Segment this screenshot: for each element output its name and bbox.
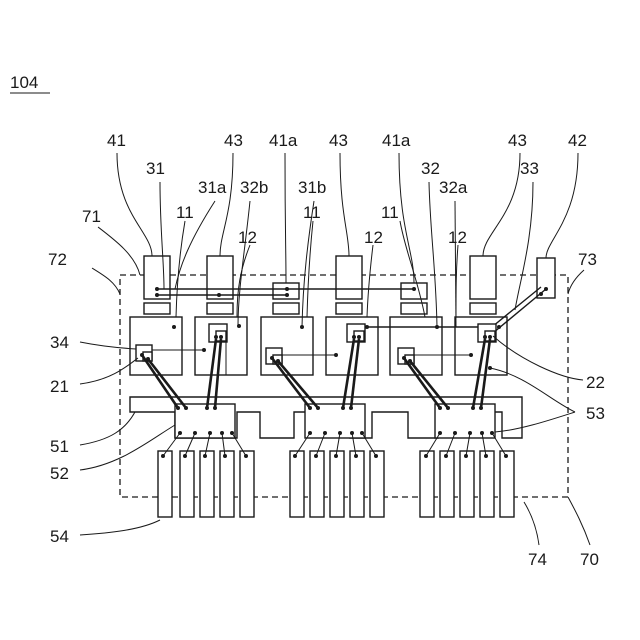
label-32b: 32b [240,178,268,197]
label-12-1: 12 [238,228,257,247]
label-74: 74 [528,550,547,569]
driver-ic-1 [175,404,235,438]
label-70: 70 [580,550,599,569]
label-31a: 31a [198,178,227,197]
lower-leads [158,451,514,517]
label-41a-2: 41a [382,131,411,150]
label-11-1: 11 [176,203,194,222]
label-33: 33 [520,159,539,178]
label-43-1: 43 [224,131,243,150]
label-21: 21 [50,377,69,396]
chip-11-3 [390,317,442,375]
label-32: 32 [421,159,440,178]
label-42: 42 [568,131,587,150]
label-73: 73 [578,250,597,269]
label-32a: 32a [439,178,468,197]
label-31: 31 [146,159,165,178]
driver-ic-2 [305,404,365,438]
label-72: 72 [48,250,67,269]
top-terminals [144,256,555,314]
label-43-2: 43 [329,131,348,150]
label-12-2: 12 [364,228,383,247]
label-41: 41 [107,131,126,150]
label-11-2: 11 [303,203,321,222]
label-54: 54 [50,527,69,546]
chip-11-2 [261,317,313,375]
label-43-3: 43 [508,131,527,150]
driver-ic-3 [435,404,495,438]
label-34: 34 [50,333,69,352]
label-52: 52 [50,464,69,483]
label-31b: 31b [298,178,326,197]
label-11-3: 11 [381,203,399,222]
label-53: 53 [586,404,605,423]
label-12-3: 12 [448,228,467,247]
label-51: 51 [50,437,69,456]
label-71: 71 [82,207,101,226]
label-41a-1: 41a [269,131,298,150]
label-22: 22 [586,373,605,392]
figure-number: 104 [10,73,38,92]
